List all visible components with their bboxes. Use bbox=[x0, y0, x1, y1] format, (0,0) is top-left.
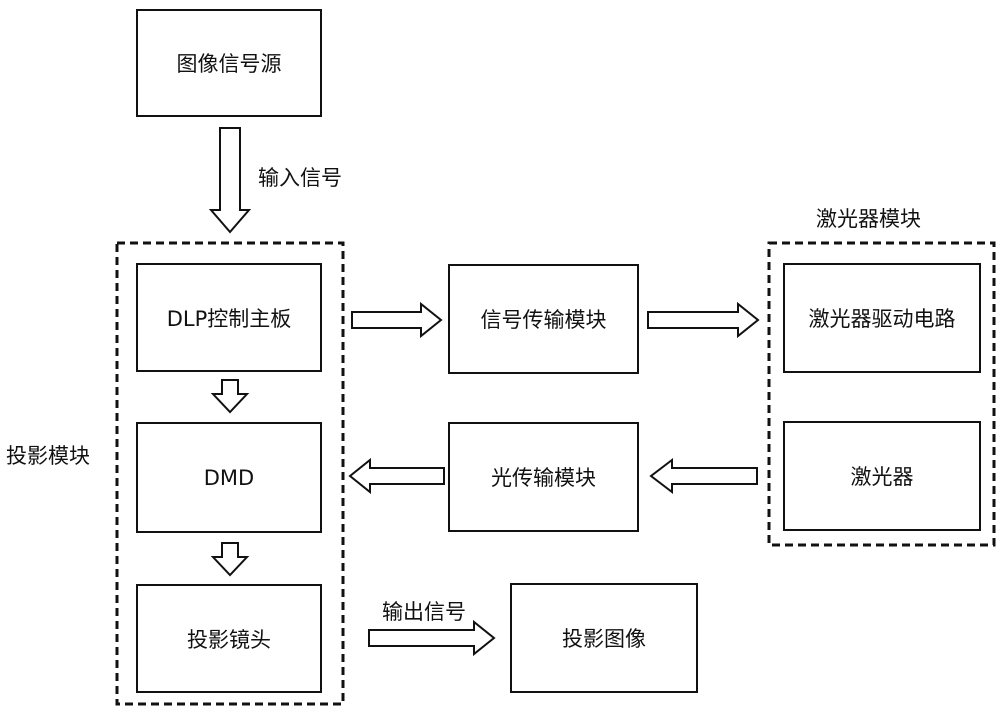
projected-image-box: 投影图像 bbox=[510, 583, 698, 693]
projection-module-group-outline bbox=[115, 241, 345, 706]
dmd-label: DMD bbox=[203, 465, 255, 490]
light-transfer-module-label: 光传输模块 bbox=[491, 466, 596, 490]
arrow-light-transfer-to-dmd bbox=[348, 457, 445, 495]
projection-lens-label: 投影镜头 bbox=[187, 627, 271, 652]
projection-module-group-label: 投影模块 bbox=[6, 444, 90, 468]
arrow-dlp-to-signal-transfer bbox=[351, 301, 443, 339]
signal-transfer-module-box: 信号传输模块 bbox=[448, 264, 639, 374]
laser-module-group-label: 激光器模块 bbox=[816, 207, 921, 231]
projection-lens-box: 投影镜头 bbox=[136, 584, 322, 693]
image-signal-source-label: 图像信号源 bbox=[176, 52, 282, 76]
laser-box: 激光器 bbox=[783, 421, 981, 531]
projected-image-label: 投影图像 bbox=[562, 627, 646, 651]
arrow-lens-to-projected-image bbox=[368, 619, 496, 657]
arrow-dlp-to-dmd bbox=[210, 379, 250, 414]
laser-driver-circuit-box: 激光器驱动电路 bbox=[783, 263, 981, 373]
laser-label: 激光器 bbox=[850, 465, 914, 489]
dlp-control-board-box: DLP控制主板 bbox=[136, 263, 322, 372]
arrow-signal-transfer-to-laser-driver bbox=[647, 301, 760, 339]
dmd-box: DMD bbox=[136, 422, 322, 533]
input-signal-label: 输入信号 bbox=[258, 166, 342, 190]
signal-transfer-module-label: 信号传输模块 bbox=[480, 308, 607, 332]
arrow-dmd-to-lens bbox=[210, 542, 250, 577]
light-transfer-module-box: 光传输模块 bbox=[448, 422, 639, 532]
dlp-control-board-label: DLP控制主板 bbox=[166, 306, 292, 331]
output-signal-label: 输出信号 bbox=[382, 600, 466, 624]
arrow-source-to-dlp bbox=[208, 127, 252, 234]
image-signal-source-box: 图像信号源 bbox=[136, 9, 322, 117]
laser-driver-circuit-label: 激光器驱动电路 bbox=[808, 307, 956, 331]
arrow-laser-to-light-transfer bbox=[649, 457, 758, 495]
laser-module-group-outline bbox=[767, 241, 996, 547]
